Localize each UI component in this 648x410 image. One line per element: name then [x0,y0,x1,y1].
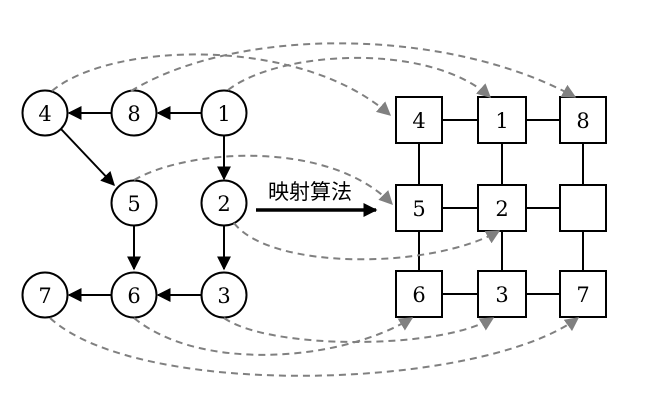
graph-node-label: 5 [127,192,140,216]
graph-edges [60,106,231,302]
graph-node-5: 5 [110,179,158,227]
grid-cell-4: 4 [395,96,443,144]
grid-cell-label: 8 [576,109,589,133]
mapping-curve [233,222,501,261]
grid-cell-5: 5 [395,184,443,232]
grid-cell-7: 7 [559,270,607,318]
grid-cell-label: 1 [495,109,508,133]
graph-node-label: 7 [38,284,51,308]
graph-node-8: 8 [110,89,158,137]
graph-node-label: 1 [217,102,230,126]
graph-node-6: 6 [110,271,158,319]
graph-node-label: 8 [127,102,140,126]
grid-links [418,119,584,295]
grid-cell-label: 3 [495,283,508,307]
grid-cell-label: 6 [412,283,425,307]
mapping-curve [49,317,580,377]
graph-node-label: 2 [217,192,230,216]
grid-cell-8: 8 [559,96,607,144]
grid-cell-1: 1 [477,96,527,144]
mapping-curve [223,317,495,343]
graph-edge [60,128,115,187]
grid-cell-3: 3 [477,270,527,318]
grid-cell-label: 7 [576,283,589,307]
mapping-curve [133,154,393,206]
grid-cell-label: 2 [495,197,508,221]
graph-node-1: 1 [200,89,248,137]
grid-cell-6: 6 [395,270,443,318]
graph-node-2: 2 [200,179,248,227]
grid-cell-label: 4 [412,109,425,133]
graph-node-label: 4 [38,102,51,126]
grid-cell-empty [559,184,607,232]
mapping-algorithm-label: 映射算法 [268,180,352,204]
graph-node-label: 6 [127,284,140,308]
graph-node-label: 3 [217,284,230,308]
graph-node-4: 4 [21,89,69,137]
mapping-algorithm-arrow: 映射算法 [256,180,378,217]
graph-node-7: 7 [21,271,69,319]
grid-cell-label: 5 [412,197,425,221]
mapping-curve [227,56,492,98]
mapping-curves [49,42,580,377]
mapping-curve [133,317,414,356]
mapping-curve [130,42,577,98]
graph-node-3: 3 [200,271,248,319]
grid-cell-2: 2 [477,184,527,232]
